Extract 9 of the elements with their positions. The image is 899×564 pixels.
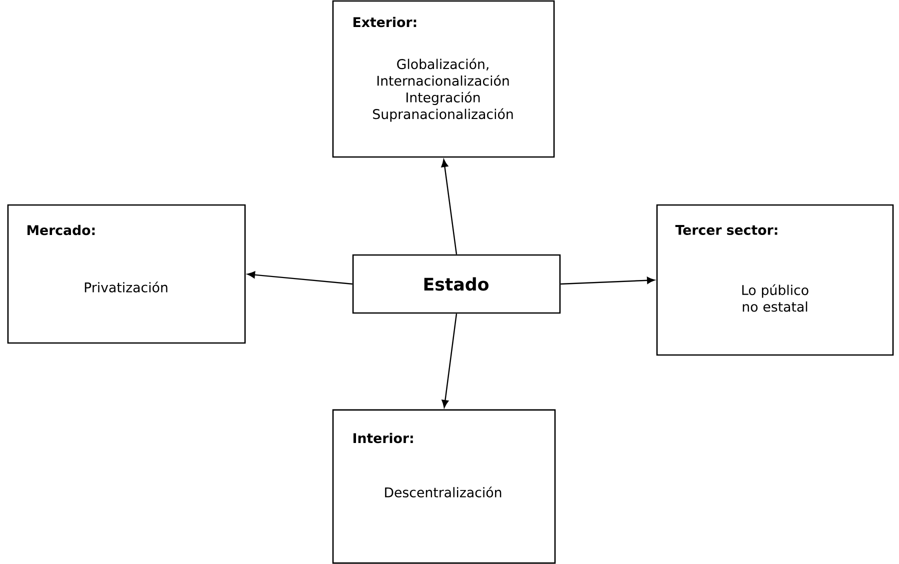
arrow <box>560 276 655 285</box>
text-box: Tercer sector: Lo público no estatal <box>656 204 894 356</box>
text-box: Estado <box>352 254 561 314</box>
text-box: Mercado: Privatización <box>7 204 246 344</box>
text-box: Interior: Descentralización <box>332 409 556 564</box>
text-box: Exterior: Globalización, Internacionalización Integración Supranacionalización <box>332 0 555 158</box>
arrow <box>441 159 458 254</box>
arrow <box>442 314 458 408</box>
arrow <box>247 271 352 285</box>
